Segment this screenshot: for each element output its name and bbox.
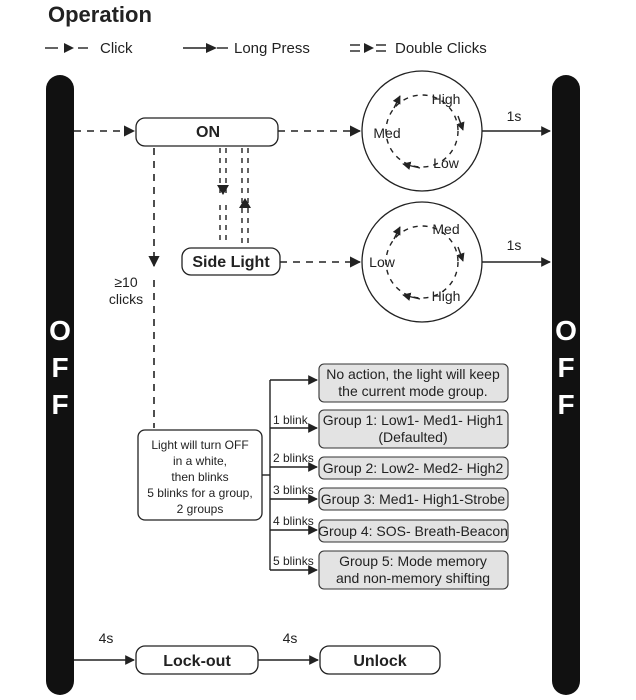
option-group-4	[318, 519, 509, 543]
off-left-letter-2: F	[51, 352, 68, 383]
on-cycle-high: High	[432, 91, 461, 107]
group-info-line-5: 2 groups	[177, 502, 224, 516]
on-to-off-timing: 1s	[507, 108, 522, 124]
to-side-light-double-click-arrow-icon	[217, 185, 229, 195]
group-info-line-1: Light will turn OFF	[151, 438, 248, 452]
off-left-letter-3: F	[51, 389, 68, 420]
off-right-letter-1: O	[555, 315, 577, 346]
side-cycle-loop	[385, 225, 459, 299]
to-on-double-click-arrow-icon	[239, 198, 251, 208]
option-group-1-line-2: (Defaulted)	[378, 429, 447, 445]
legend: Click Long Press Double Clicks	[45, 40, 487, 57]
long-press-arrow-icon	[206, 43, 217, 53]
group-info-line-3: then blinks	[171, 470, 228, 484]
option-no-action-line-2: the current mode group.	[338, 383, 487, 399]
side-cycle-low: Low	[369, 254, 396, 270]
on-node-label: ON	[196, 124, 220, 141]
off-right-letter-3: F	[557, 389, 574, 420]
on-cycle-arrow-1	[392, 95, 401, 109]
side-cycle-arrow-1	[392, 226, 401, 240]
option-group-5-line-1: Group 5: Mode memory	[339, 553, 487, 569]
diagram-title: Operation	[48, 2, 152, 27]
unlock-label: Unlock	[353, 653, 406, 670]
on-cycle-arrow-3	[402, 161, 421, 170]
off-bar-left	[46, 75, 74, 695]
option-group-4-blink: 4 blinks	[273, 514, 314, 528]
on-cycle-loop	[385, 94, 459, 168]
legend-long-press-label: Long Press	[234, 40, 310, 57]
side-cycle-arrow-3	[402, 292, 421, 301]
off-right-letter-2: F	[557, 352, 574, 383]
off-left-letter-1: O	[49, 315, 71, 346]
on-cycle-low: Low	[433, 155, 460, 171]
on-cycle-arrow-2	[456, 115, 465, 131]
option-group-1-line-1: Group 1: Low1- Med1- High1	[323, 412, 504, 428]
option-group-5-line-2: and non-memory shifting	[336, 570, 490, 586]
option-group-3	[318, 487, 509, 511]
unlock-timing: 4s	[283, 630, 298, 646]
side-light-label: Side Light	[192, 254, 270, 271]
side-cycle-high: High	[432, 288, 461, 304]
on-cycle-med: Med	[373, 125, 400, 141]
on-node	[135, 117, 279, 147]
lockout-label: Lock-out	[163, 653, 231, 670]
option-group-5-blink: 5 blinks	[273, 554, 314, 568]
ten-clicks-line2: clicks	[109, 291, 143, 307]
click-arrow-icon	[64, 43, 74, 53]
legend-double-clicks-label: Double Clicks	[395, 40, 487, 57]
side-cycle-arrow-2	[456, 246, 465, 262]
option-group-2-blink: 2 blinks	[273, 451, 314, 465]
option-no-action-line-1: No action, the light will keep	[326, 366, 500, 382]
side-to-off-timing: 1s	[507, 237, 522, 253]
group-info-line-4: 5 blinks for a group,	[147, 486, 252, 500]
ten-clicks-line1: ≥10	[114, 274, 137, 290]
option-group-3-blink: 3 blinks	[273, 483, 314, 497]
option-group-1	[318, 409, 509, 449]
option-no-action	[318, 363, 509, 403]
option-group-3-line-1: Group 3: Med1- High1-Strobe	[321, 491, 506, 507]
double-click-arrow-icon	[364, 43, 374, 53]
option-group-5	[318, 550, 509, 590]
option-group-2	[318, 456, 509, 480]
off-bar-right	[552, 75, 580, 695]
option-group-1-blink: 1 blink	[273, 413, 309, 427]
legend-click-label: Click	[100, 40, 133, 57]
option-group-2-line-1: Group 2: Low2- Med2- High2	[323, 460, 504, 476]
side-cycle-med: Med	[432, 221, 459, 237]
group-info-line-2: in a white,	[173, 454, 227, 468]
unlock-node	[319, 645, 441, 675]
lockout-timing: 4s	[99, 630, 114, 646]
option-group-4-line-1: Group 4: SOS- Breath-Beacon	[318, 523, 508, 539]
